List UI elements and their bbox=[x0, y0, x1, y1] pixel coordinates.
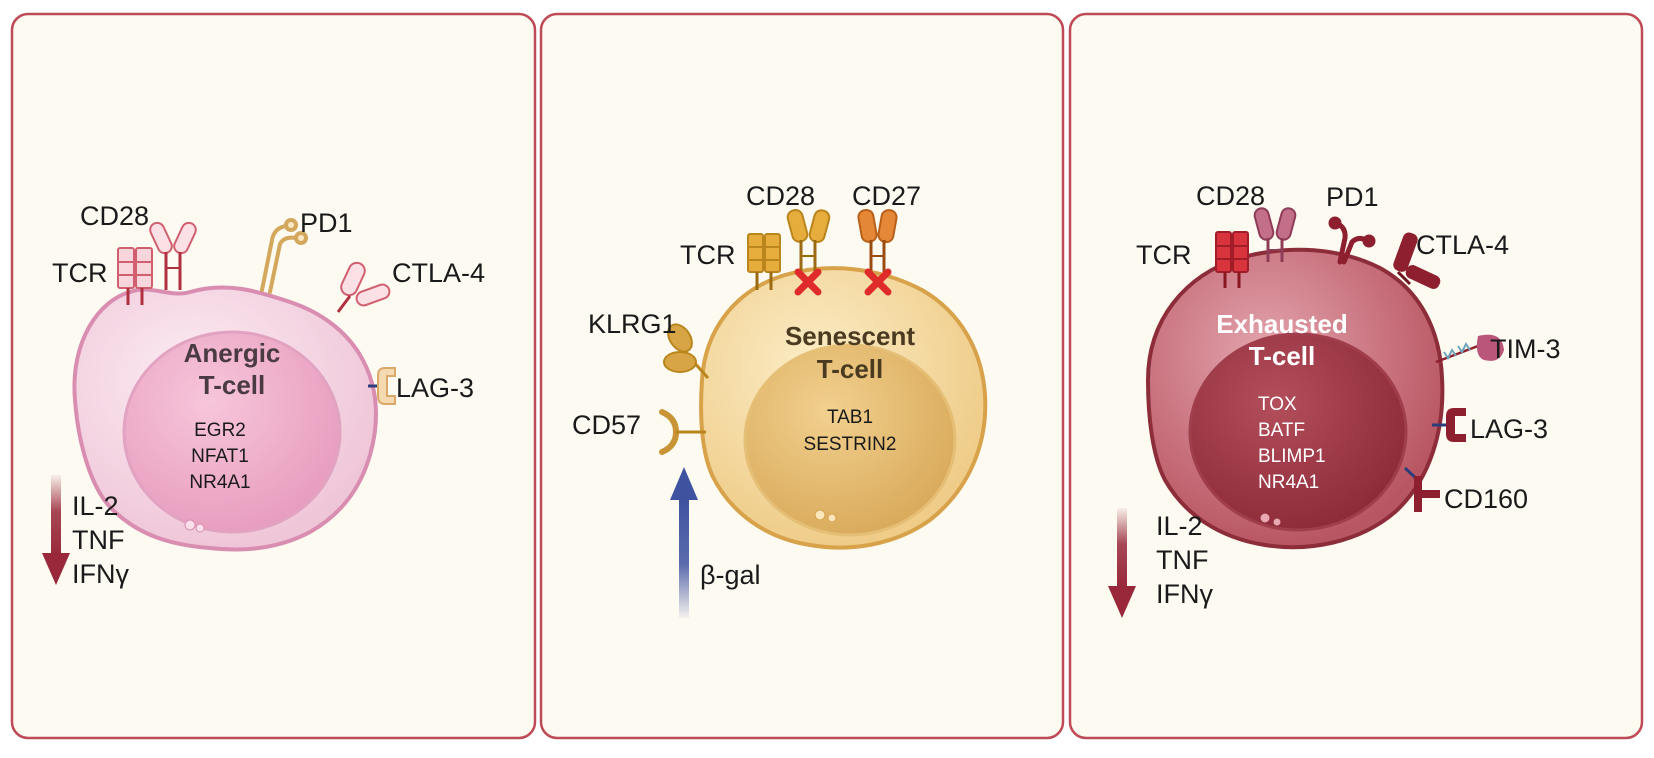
anergic-title-line1: Anergic bbox=[184, 338, 281, 368]
anergic-gene-3: NR4A1 bbox=[189, 472, 250, 493]
exhausted-gene-4: NR4A1 bbox=[1258, 472, 1319, 493]
senescent-tcr-label: TCR bbox=[680, 240, 736, 270]
cd27-blocked-x-icon bbox=[864, 268, 892, 296]
senescent-cd57-icon bbox=[659, 409, 706, 455]
exhausted-tim3-label: TIM-3 bbox=[1490, 334, 1561, 364]
anergic-tcr-icon bbox=[117, 247, 153, 305]
exhausted-pd1-icon bbox=[1328, 216, 1376, 265]
beta-gal-label: β-gal bbox=[700, 560, 761, 590]
panel-senescent: Senescent T-cell TAB1 SESTRIN2 TCR CD28 bbox=[539, 12, 1065, 740]
exhausted-lag3-icon bbox=[1432, 408, 1466, 442]
senescent-tcr-icon bbox=[747, 233, 781, 290]
senescent-klrg1-label: KLRG1 bbox=[588, 309, 677, 339]
senescent-gene-2: SESTRIN2 bbox=[804, 434, 897, 455]
senescent-cd27-label: CD27 bbox=[852, 181, 921, 211]
senescent-cell bbox=[699, 266, 988, 550]
senescent-cd28-label: CD28 bbox=[746, 181, 815, 211]
beta-gal-up-arrow-icon bbox=[670, 467, 698, 618]
anergic-gene-2: NFAT1 bbox=[191, 446, 249, 467]
exhausted-tcr-icon bbox=[1215, 231, 1249, 288]
anergic-gene-1: EGR2 bbox=[194, 420, 246, 441]
anergic-lag3-icon bbox=[368, 367, 396, 405]
anergic-down-arrow-icon bbox=[42, 475, 70, 585]
senescent-nucleus bbox=[743, 343, 957, 537]
anergic-pd1-icon bbox=[260, 218, 308, 294]
anergic-cytokine-1: IL-2 bbox=[72, 491, 119, 521]
anergic-lag3-label: LAG-3 bbox=[396, 373, 474, 403]
senescent-cd28-icon bbox=[786, 209, 831, 272]
anergic-ctla4-label: CTLA-4 bbox=[392, 258, 485, 288]
cd28-blocked-x-icon bbox=[794, 268, 822, 296]
exhausted-pd1-label: PD1 bbox=[1326, 182, 1379, 212]
exhausted-cytokine-2: TNF bbox=[1156, 545, 1208, 575]
exhausted-cd28-label: CD28 bbox=[1196, 181, 1265, 211]
exhausted-gene-2: BATF bbox=[1258, 420, 1305, 441]
anergic-nucleus bbox=[122, 330, 342, 534]
exhausted-title-line1: Exhausted bbox=[1216, 309, 1348, 339]
anergic-pd1-label: PD1 bbox=[300, 208, 353, 238]
senescent-cd27-icon bbox=[857, 208, 898, 272]
exhausted-lag3-label: LAG-3 bbox=[1470, 414, 1548, 444]
exhausted-down-arrow-icon bbox=[1108, 508, 1136, 618]
senescent-cd57-label: CD57 bbox=[572, 410, 641, 440]
exhausted-cell bbox=[1145, 247, 1445, 550]
anergic-title-line2: T-cell bbox=[199, 370, 265, 400]
anergic-cd28-label: CD28 bbox=[80, 201, 149, 231]
anergic-ctla4-icon bbox=[336, 261, 391, 313]
exhausted-gene-3: BLIMP1 bbox=[1258, 446, 1326, 467]
exhausted-ctla4-label: CTLA-4 bbox=[1416, 230, 1509, 260]
anergic-cytokine-2: TNF bbox=[72, 525, 124, 555]
panel-exhausted: Exhausted T-cell TOX BATF BLIMP1 NR4A1 T… bbox=[1068, 12, 1644, 740]
anergic-cytokine-3: IFNγ bbox=[72, 559, 129, 589]
exhausted-tim3-icon bbox=[1435, 334, 1504, 364]
senescent-klrg1-icon bbox=[663, 323, 710, 379]
senescent-title-line2: T-cell bbox=[817, 354, 883, 384]
exhausted-cd160-icon bbox=[1403, 466, 1440, 512]
senescent-title-line1: Senescent bbox=[785, 321, 915, 351]
senescent-gene-1: TAB1 bbox=[827, 407, 873, 428]
exhausted-cd28-icon bbox=[1253, 207, 1297, 262]
anergic-tcr-label: TCR bbox=[52, 258, 108, 288]
exhausted-gene-1: TOX bbox=[1258, 394, 1297, 415]
anergic-cell bbox=[72, 285, 378, 552]
exhausted-title-line2: T-cell bbox=[1249, 341, 1315, 371]
exhausted-cytokine-1: IL-2 bbox=[1156, 511, 1203, 541]
exhausted-cd160-label: CD160 bbox=[1444, 484, 1528, 514]
exhausted-tcr-label: TCR bbox=[1136, 240, 1192, 270]
exhausted-ctla4-icon bbox=[1393, 232, 1441, 289]
panel-anergic: Anergic T-cell EGR2 NFAT1 NR4A1 TCR CD28 bbox=[10, 12, 537, 740]
exhausted-nucleus bbox=[1188, 332, 1408, 532]
anergic-cd28-icon bbox=[149, 221, 197, 290]
exhausted-cytokine-3: IFNγ bbox=[1156, 579, 1213, 609]
